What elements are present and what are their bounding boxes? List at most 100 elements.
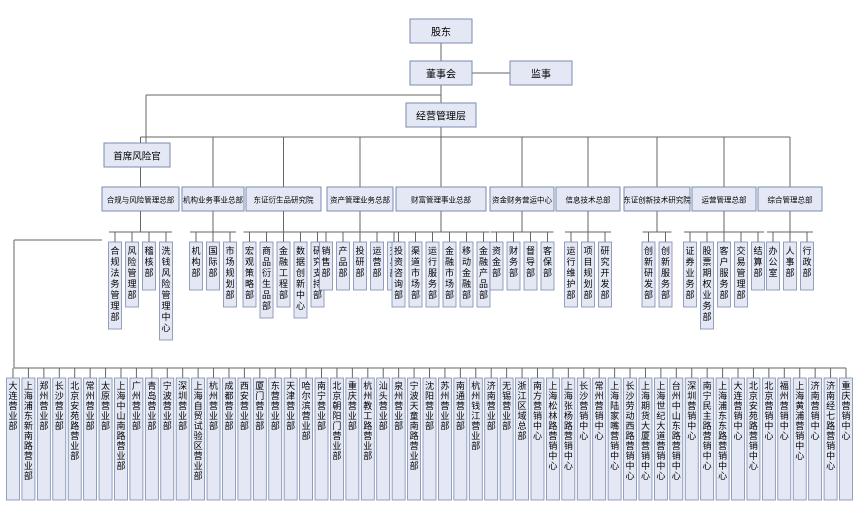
vertical-label: 洗钱风险管理中心 xyxy=(161,245,170,334)
branch-node: 重庆营业部 xyxy=(345,377,360,501)
department-node: 创新服务部 xyxy=(658,241,673,308)
department-node: 研究开发部 xyxy=(598,241,612,308)
vertical-label: 数据创新中心 xyxy=(296,245,305,312)
branch-node: 长沙营销中心 xyxy=(576,377,591,501)
branch-node: 杭州钱江营业部 xyxy=(468,377,483,501)
branches-row: 大连营业部上海浦东新南路营业部郑州营业部长沙营业部北京安苑路营业部常州营业部太原… xyxy=(6,377,853,501)
branch-node: 天津营业部 xyxy=(283,377,298,501)
vertical-label: 北京朝阳门营业部 xyxy=(332,381,341,462)
branch-node: 济南营业部 xyxy=(484,377,499,501)
branch-node: 常州营销中心 xyxy=(592,377,607,501)
vertical-label: 宏观策略部 xyxy=(245,245,254,301)
vertical-label: 沈阳营业部 xyxy=(425,380,434,432)
department-node: 证券业务部 xyxy=(683,241,697,308)
vertical-label: 办公室 xyxy=(768,245,777,279)
division-node: 运营管理总部 xyxy=(691,186,757,212)
branch-node: 大连营业部 xyxy=(6,377,20,501)
vertical-label: 金融产品部 xyxy=(479,245,488,301)
vertical-label: 上海陆家嘴营销中心 xyxy=(610,381,619,472)
vertical-label: 研究开发部 xyxy=(600,246,609,301)
department-node: 创新研发部 xyxy=(641,241,656,308)
division-label: 东证创新技术研究院 xyxy=(623,195,691,205)
vertical-label: 国际部 xyxy=(208,246,217,279)
department-node: 合规法务管理部 xyxy=(108,241,122,330)
branch-node: 上海自贸试验区营业部 xyxy=(191,377,206,501)
division-node: 综合管理总部 xyxy=(757,186,823,212)
vertical-label: 南通营业部 xyxy=(456,380,465,432)
branch-node: 无锡营业部 xyxy=(499,377,514,501)
vertical-label: 行政部 xyxy=(802,245,811,279)
department-node: 客户服务部 xyxy=(717,241,731,308)
department-node: 金融产品部 xyxy=(476,241,491,308)
vertical-label: 济南经七路营销中心 xyxy=(826,380,835,472)
vertical-label: 福州营销中心 xyxy=(780,380,789,442)
vertical-label: 项目规划部 xyxy=(583,246,592,301)
vertical-label: 长沙营业部 xyxy=(55,380,64,432)
vertical-label: 广州营业部 xyxy=(132,380,141,432)
vertical-label: 投资咨询部 xyxy=(394,245,403,301)
branch-node: 杭州教工路营业部 xyxy=(360,377,375,501)
vertical-label: 金融市场部 xyxy=(445,245,454,301)
branch-node: 上海浦东东路营销中心 xyxy=(715,377,730,501)
vertical-label: 销售部 xyxy=(321,245,330,279)
branch-node: 厦门营业部 xyxy=(252,377,267,501)
branch-node: 东营营业部 xyxy=(268,377,283,501)
branch-node: 宁波营业部 xyxy=(160,377,175,501)
vertical-label: 投研部 xyxy=(355,245,364,279)
supervisor-node: 监事 xyxy=(509,60,573,86)
branch-node: 重庆营销中心 xyxy=(839,377,853,501)
branch-node: 宁波天童南路营业部 xyxy=(407,377,421,501)
department-node: 结算部 xyxy=(751,241,765,291)
division-node: 东证创新技术研究院 xyxy=(623,186,691,212)
division-label: 合规与风险管理总部 xyxy=(107,195,175,205)
branch-node: 台州中山东路营销中心 xyxy=(669,377,684,501)
division-label: 财富管理事业总部 xyxy=(411,195,471,205)
department-node: 交易管理部 xyxy=(734,241,748,308)
department-node: 商品衍生品部 xyxy=(259,241,274,319)
division-label: 资金财务营运中心 xyxy=(492,195,552,205)
vertical-label: 产品部 xyxy=(338,245,347,279)
branch-node: 上海中山南路营业部 xyxy=(114,377,128,501)
vertical-label: 杭州教工路营业部 xyxy=(363,380,372,462)
branch-node: 哈尔滨营业部 xyxy=(299,377,313,501)
department-node: 渠道市场部 xyxy=(408,241,423,308)
department-node: 资金部 xyxy=(489,241,504,291)
division-node: 资产管理业务总部 xyxy=(326,186,394,212)
branch-node: 广州营业部 xyxy=(129,377,144,501)
departments-row: 合规法务管理部风险管理部稽核部洗钱风险管理中心机构部国际部市场规划部宏观策略部商… xyxy=(108,241,814,341)
vertical-label: 郑州营业部 xyxy=(39,380,48,432)
branch-node: 泉州营业部 xyxy=(391,377,406,501)
vertical-label: 商品衍生品部 xyxy=(262,245,271,312)
branch-node: 上海浦东新南路营业部 xyxy=(21,377,36,501)
vertical-label: 大连营业部 xyxy=(8,380,17,432)
department-node: 产品部 xyxy=(336,241,350,291)
department-node: 客保部 xyxy=(540,241,555,291)
department-node: 督导部 xyxy=(523,241,538,291)
branch-node: 上海黄浦营销中心 xyxy=(792,377,807,501)
branch-node: 北京安苑路营销中心 xyxy=(746,377,761,501)
branch-node: 上海世纪大道营销中心 xyxy=(653,377,668,501)
division-node: 东证衍生品研究院 xyxy=(245,186,322,212)
vertical-label: 厦门营业部 xyxy=(255,381,264,432)
department-node: 市场规划部 xyxy=(223,241,237,308)
department-node: 运行服务部 xyxy=(425,241,440,308)
vertical-label: 苏州营业部 xyxy=(440,380,449,432)
vertical-label: 常州营业部 xyxy=(86,380,95,432)
vertical-label: 督导部 xyxy=(526,245,535,279)
division-node: 财富管理事业总部 xyxy=(395,186,487,212)
division-node: 合规与风险管理总部 xyxy=(101,186,180,212)
vertical-label: 客保部 xyxy=(543,245,552,279)
connector-lines xyxy=(12,43,847,378)
department-node: 人事部 xyxy=(783,241,797,291)
branch-node: 上海松林路营销中心 xyxy=(546,377,560,501)
vertical-label: 客户服务部 xyxy=(719,245,728,301)
vertical-label: 证券业务部 xyxy=(685,246,694,301)
vertical-label: 上海黄浦营销中心 xyxy=(795,381,804,462)
vertical-label: 常州营销中心 xyxy=(595,380,604,442)
vertical-label: 青岛营业部 xyxy=(147,380,156,432)
vertical-label: 长沙劳动西路营销中心 xyxy=(626,380,635,482)
branch-node: 南宁民主路营销中心 xyxy=(700,377,715,501)
branch-node: 上海张杨路营销中心 xyxy=(561,377,576,501)
board-label: 董事会 xyxy=(426,68,456,81)
vertical-label: 移动金融部 xyxy=(462,245,471,301)
